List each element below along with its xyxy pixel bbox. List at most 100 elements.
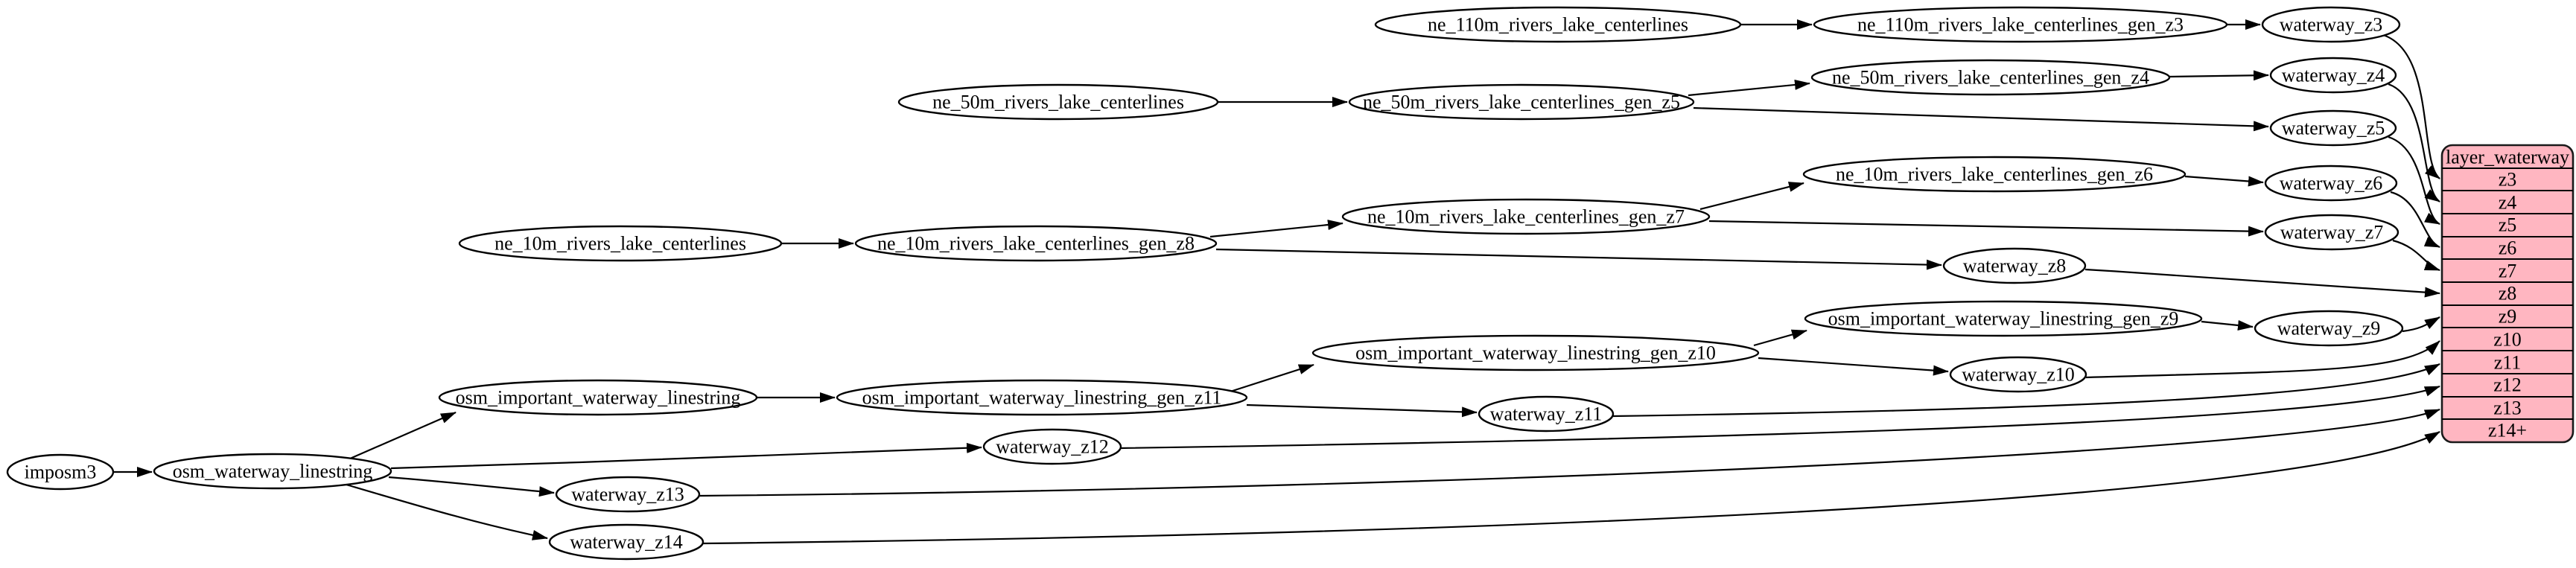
node-osm-important-waterway-linestring-gen-z9: osm_important_waterway_linestring_gen_z9 xyxy=(1804,300,2203,337)
graph-edge xyxy=(1120,385,2440,450)
node-label: waterway_z9 xyxy=(2277,318,2381,339)
node-ne-110m-rivers-lake-centerlines-gen-z3: ne_110m_rivers_lake_centerlines_gen_z3 xyxy=(1813,6,2228,43)
node-ellipse xyxy=(1804,300,2203,337)
graph-edge xyxy=(1758,357,1949,376)
node-ne-10m-rivers-lake-centerlines-gen-z8: ne_10m_rivers_lake_centerlines_gen_z8 xyxy=(854,225,1218,262)
node-label: waterway_z13 xyxy=(571,484,684,505)
node-waterway-z10: waterway_z10 xyxy=(1949,356,2087,393)
node-imposm3: imposm3 xyxy=(6,453,115,491)
table-row-z3: z3 xyxy=(2499,169,2517,191)
table-row-z6: z6 xyxy=(2499,237,2517,259)
graph-edge xyxy=(2085,340,2440,379)
node-waterway-z12: waterway_z12 xyxy=(982,428,1122,465)
node-ellipse xyxy=(2254,310,2404,347)
graph-edge xyxy=(1688,79,1810,97)
graph-edge xyxy=(2084,268,2440,298)
node-label: waterway_z3 xyxy=(2280,14,2383,36)
node-label: waterway_z8 xyxy=(1963,255,2067,277)
node-ellipse xyxy=(555,476,701,513)
table-title: layer_waterway xyxy=(2446,147,2569,168)
node-label: waterway_z11 xyxy=(1490,403,1603,425)
layer-waterway-table: layer_waterway z3 z4 z5 z6 z7 z8 z9 z10 … xyxy=(2440,144,2575,444)
table-row-z10: z10 xyxy=(2493,329,2522,351)
nodes: imposm3 osm_waterway_linestring osm_impo… xyxy=(6,6,2404,561)
node-waterway-z9: waterway_z9 xyxy=(2254,310,2404,347)
table-row-z14plus: z14+ xyxy=(2488,420,2527,441)
table-row-z11: z11 xyxy=(2494,352,2522,374)
node-label: imposm3 xyxy=(25,462,97,483)
node-label: waterway_z14 xyxy=(570,532,683,553)
node-waterway-z5: waterway_z5 xyxy=(2269,109,2397,147)
node-ne-50m-rivers-lake-centerlines-gen-z5: ne_50m_rivers_lake_centerlines_gen_z5 xyxy=(1348,83,1695,121)
node-waterway-z7: waterway_z7 xyxy=(2264,214,2400,251)
node-label: ne_50m_rivers_lake_centerlines_gen_z4 xyxy=(1832,67,2149,89)
node-ellipse xyxy=(2264,214,2400,251)
graph-edge xyxy=(1693,106,2269,132)
node-waterway-z6: waterway_z6 xyxy=(2264,165,2398,202)
graph-edge xyxy=(388,476,555,497)
node-ellipse xyxy=(438,379,758,416)
node-ellipse xyxy=(854,225,1218,262)
node-ellipse xyxy=(1478,395,1615,433)
node-waterway-z4: waterway_z4 xyxy=(2269,57,2397,94)
node-waterway-z14: waterway_z14 xyxy=(548,523,705,561)
table-row-z7: z7 xyxy=(2499,261,2517,282)
node-label: ne_50m_rivers_lake_centerlines xyxy=(932,92,1184,113)
node-osm-important-waterway-linestring-gen-z10: osm_important_waterway_linestring_gen_z1… xyxy=(1311,334,1760,371)
node-waterway-z13: waterway_z13 xyxy=(555,476,701,513)
node-ne-50m-rivers-lake-centerlines: ne_50m_rivers_lake_centerlines xyxy=(897,83,1219,121)
node-ellipse xyxy=(1374,6,1742,43)
node-label: waterway_z4 xyxy=(2282,65,2385,86)
table-body xyxy=(2440,144,2575,444)
table-row-z5: z5 xyxy=(2499,214,2517,236)
node-label: osm_important_waterway_linestring xyxy=(456,387,741,409)
edges xyxy=(113,19,2440,545)
graph-edge xyxy=(349,411,457,460)
node-ne-10m-rivers-lake-centerlines-gen-z6: ne_10m_rivers_lake_centerlines_gen_z6 xyxy=(1802,156,2187,193)
graph-edge xyxy=(2388,135,2440,225)
graph-edge xyxy=(1209,220,1343,238)
node-label: waterway_z6 xyxy=(2280,173,2383,194)
node-ellipse xyxy=(2269,109,2397,147)
table-row-z4: z4 xyxy=(2499,192,2517,214)
graph-edge xyxy=(1612,363,2440,418)
node-label: osm_important_waterway_linestring_gen_z1… xyxy=(862,387,1222,409)
node-osm-waterway-linestring: osm_waterway_linestring xyxy=(153,453,392,490)
node-ellipse xyxy=(548,523,705,561)
graph-edge xyxy=(2402,316,2440,333)
node-ellipse xyxy=(2261,6,2401,43)
node-ne-50m-rivers-lake-centerlines-gen-z4: ne_50m_rivers_lake_centerlines_gen_z4 xyxy=(1810,59,2171,96)
node-ellipse xyxy=(1949,356,2087,393)
node-ellipse xyxy=(1810,59,2171,96)
node-ellipse xyxy=(836,379,1248,416)
node-label: waterway_z10 xyxy=(1962,364,2075,386)
node-label: ne_10m_rivers_lake_centerlines xyxy=(494,233,746,255)
node-label: waterway_z5 xyxy=(2282,118,2385,139)
node-label: ne_10m_rivers_lake_centerlines_gen_z8 xyxy=(877,233,1195,255)
table-row-z9: z9 xyxy=(2499,306,2517,328)
graph-edge xyxy=(1230,363,1314,393)
node-osm-important-waterway-linestring: osm_important_waterway_linestring xyxy=(438,379,758,416)
node-label: ne_50m_rivers_lake_centerlines_gen_z5 xyxy=(1363,92,1680,113)
graph-edge xyxy=(2388,83,2440,202)
node-label: osm_important_waterway_linestring_gen_z9 xyxy=(1828,308,2179,330)
node-ellipse xyxy=(458,225,783,262)
node-label: osm_important_waterway_linestring_gen_z1… xyxy=(1355,342,1716,364)
node-ne-10m-rivers-lake-centerlines: ne_10m_rivers_lake_centerlines xyxy=(458,225,783,262)
node-ellipse xyxy=(1813,6,2228,43)
graph-edge xyxy=(346,483,548,540)
node-label: waterway_z12 xyxy=(996,436,1109,458)
graph-edge xyxy=(2201,320,2254,331)
node-ellipse xyxy=(1802,156,2187,193)
table-row-z13: z13 xyxy=(2493,398,2522,419)
graph-edge xyxy=(1708,220,2264,237)
graph-edge xyxy=(2392,239,2440,272)
node-ellipse xyxy=(2264,165,2398,202)
graph-edge xyxy=(1246,403,1478,418)
node-ne-110m-rivers-lake-centerlines: ne_110m_rivers_lake_centerlines xyxy=(1374,6,1742,43)
node-osm-important-waterway-linestring-gen-z11: osm_important_waterway_linestring_gen_z1… xyxy=(836,379,1248,416)
graph-edge xyxy=(2382,33,2440,179)
graph-edge xyxy=(2390,191,2440,249)
node-ellipse xyxy=(1341,198,1711,235)
